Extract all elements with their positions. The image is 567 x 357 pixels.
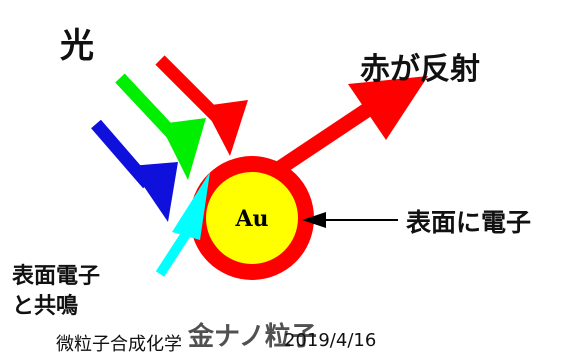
particle-label: Au: [234, 206, 268, 232]
red-reflection-label: 赤が反射: [360, 52, 480, 87]
footer-caption: 微粒子合成化学: [56, 334, 182, 355]
surface-resonance-label: 表面電子と共鳴: [12, 264, 101, 319]
incoming-red-arrow: [155, 55, 248, 156]
resonance-cyan-arrow: [155, 172, 210, 277]
light-title: 光: [60, 26, 94, 66]
surface-electron-label: 表面に電子: [406, 208, 532, 237]
incoming-green-arrow: [115, 73, 206, 180]
gold-nanoparticle-label: 金ナノ粒子: [188, 322, 317, 352]
surface-pointer-arrow: [302, 212, 398, 228]
gold-nanoparticle: Au: [190, 156, 314, 280]
reflected-red-arrow: [275, 76, 428, 175]
incoming-blue-arrow: [91, 119, 178, 222]
footer-date: 2019/4/16: [284, 330, 377, 351]
